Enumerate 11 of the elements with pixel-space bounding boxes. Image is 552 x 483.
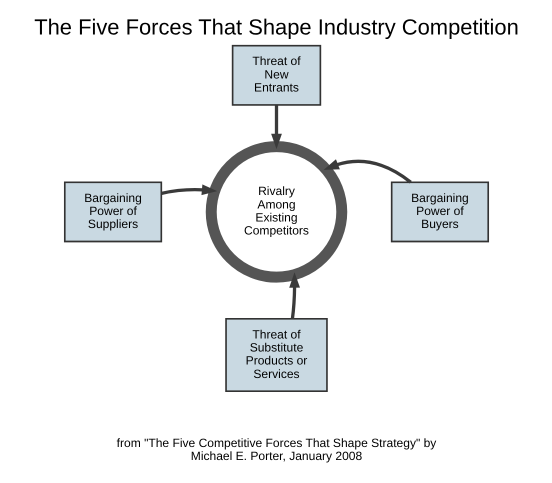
node-box: Bargaining Power of Buyers [390, 181, 489, 242]
node-box: Threat of New Entrants [231, 44, 321, 106]
node-box: Bargaining Power of Suppliers [63, 181, 162, 242]
diagram-title: The Five Forces That Shape Industry Competition [34, 14, 518, 40]
arrow [288, 272, 300, 319]
caption: from "The Five Competitive Forces That Shape Strategy" by Michael E. Porter, January 2008 [116, 436, 436, 464]
arrow [160, 184, 217, 196]
arrow [323, 159, 412, 184]
arrow [270, 105, 282, 150]
node-circle: Rivalry Among Existing Competitors [205, 141, 347, 283]
node-box: Threat of Substitute Products or Services [224, 318, 328, 392]
